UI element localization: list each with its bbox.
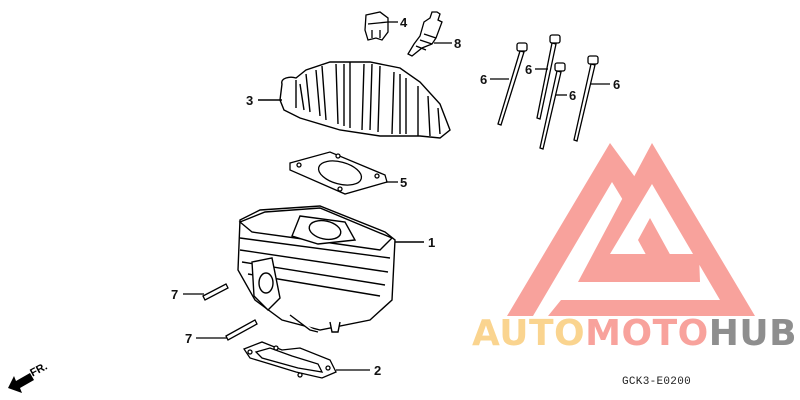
base-gasket-drawing (243, 341, 370, 379)
callout-2-base-gasket: 2 (374, 363, 382, 378)
callout-6-bolt-c: 6 (569, 88, 577, 103)
callout-6-bolt-a: 6 (480, 72, 488, 87)
callout-8-spark-plug: 8 (454, 36, 462, 51)
callout-4-plug-cap: 4 (400, 15, 408, 30)
drawing-code: GCK3-E0200 (622, 376, 692, 388)
front-direction-arrow-icon (8, 373, 34, 393)
spark-plug-cap-drawing (364, 11, 398, 41)
callout-6-bolt-b: 6 (525, 62, 533, 77)
callout-5-head-gasket: 5 (400, 175, 408, 190)
head-gasket-drawing (289, 151, 398, 195)
callout-3-cylinder-head: 3 (246, 93, 254, 108)
watermark-logo-icon (507, 143, 755, 316)
cylinder-drawing (237, 205, 424, 333)
cylinder-head-drawing (258, 61, 451, 139)
callout-7-stud-b: 7 (185, 331, 193, 346)
callout-6-bolt-d: 6 (613, 77, 621, 92)
watermark-auto: AUTO (472, 313, 586, 354)
watermark-moto: MOTO (585, 313, 709, 354)
studs-drawing (183, 283, 258, 341)
callout-7-stud-a: 7 (171, 287, 179, 302)
watermark-hub: HUB (708, 313, 798, 354)
callout-1-cylinder: 1 (428, 235, 436, 250)
spark-plug-drawing (407, 11, 452, 57)
stud-bolts-drawing (490, 34, 610, 150)
watermark-brand: AUTOMOTOHUB (472, 316, 797, 352)
